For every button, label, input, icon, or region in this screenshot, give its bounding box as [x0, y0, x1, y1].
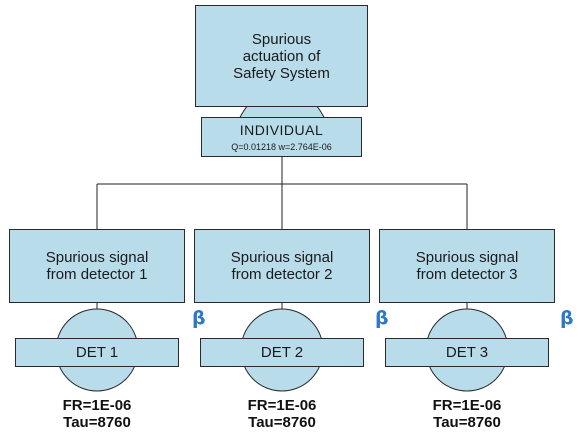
failure-rate: FR=1E-06: [247, 397, 317, 414]
connector-lines: [96, 84, 468, 309]
gate-label-box: INDIVIDUAL Q=0.01218 w=2.764E-06: [201, 117, 362, 157]
failure-rate: FR=1E-06: [62, 397, 132, 414]
basic-event-label-2: DET 2: [200, 338, 364, 367]
gate-values: Q=0.01218 w=2.764E-06: [231, 141, 332, 152]
tau-value: Tau=8760: [63, 414, 131, 431]
top-event-box: Spurious actuation of Safety System: [195, 5, 368, 107]
intermediate-event-3: Spurious signal from detector 3: [379, 229, 555, 303]
basic-event-params-3: FR=1E-06 Tau=8760: [379, 397, 555, 431]
tau-value: Tau=8760: [248, 414, 316, 431]
basic-event-params-2: FR=1E-06 Tau=8760: [194, 397, 370, 431]
basic-event-label-3: DET 3: [385, 338, 549, 367]
intermediate-event-1: Spurious signal from detector 1: [9, 229, 185, 303]
basic-event-params-1: FR=1E-06 Tau=8760: [9, 397, 185, 431]
intermediate-event-2: Spurious signal from detector 2: [194, 229, 370, 303]
tau-value: Tau=8760: [433, 414, 501, 431]
gate-name: INDIVIDUAL: [239, 121, 324, 138]
beta-marker-2: β: [375, 307, 389, 329]
beta-marker-3: β: [560, 307, 574, 329]
basic-event-label-1: DET 1: [15, 338, 179, 367]
beta-marker-1: β: [192, 307, 206, 329]
failure-rate: FR=1E-06: [432, 397, 502, 414]
